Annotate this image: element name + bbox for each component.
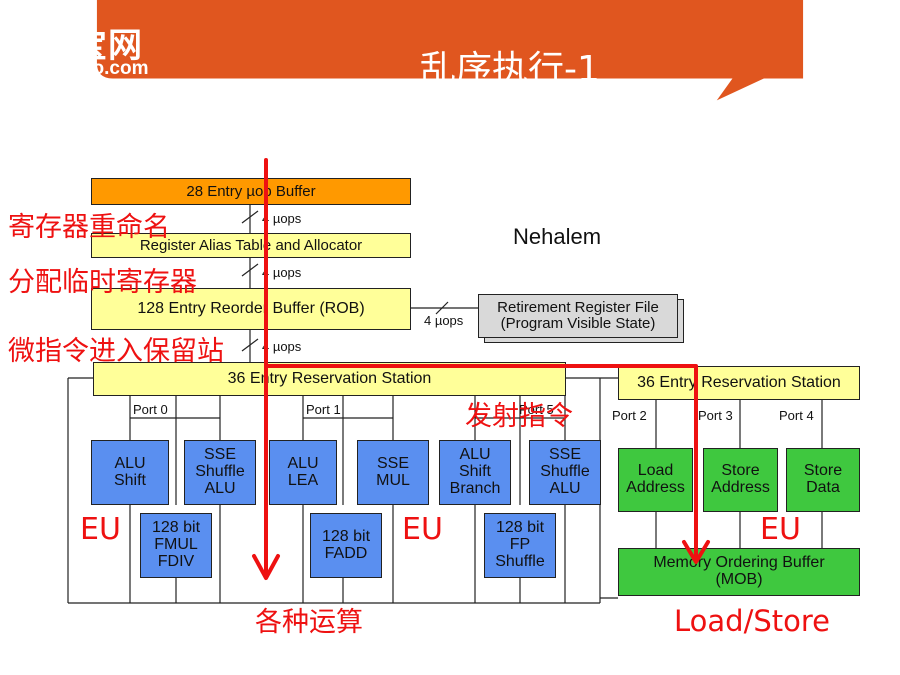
port-1-label: Port 1 xyxy=(306,402,341,417)
uops-label-1: 4 µops xyxy=(262,211,302,226)
annotation-issue: 发射指令 xyxy=(465,401,573,432)
uop-buffer-label: 28 Entry µop Buffer xyxy=(186,182,316,200)
header-banner xyxy=(96,0,804,101)
unit-sse-shuffle-alu: SSE Shuffle ALU xyxy=(184,440,256,505)
unit-alu-lea-l2: LEA xyxy=(287,471,319,489)
unit-sse-mul: SSE MUL xyxy=(357,440,429,505)
unit-alu-shift: ALU Shift xyxy=(91,440,169,505)
retire-line-2: (Program Visible State) xyxy=(500,315,656,332)
unit-sse-shuffle2-l3: ALU xyxy=(549,479,581,497)
memory-ordering-buffer: Memory Ordering Buffer (MOB) xyxy=(618,548,860,596)
unit-alu-branch-l2: Shift xyxy=(458,463,491,481)
unit-load-address: Load Address xyxy=(618,448,693,512)
rs-right-label: 36 Entry Reservation Station xyxy=(637,373,841,391)
unit-sse-shuffle-alu-l2: Shuffle xyxy=(195,463,245,481)
unit-fmul-l2: FMUL xyxy=(154,536,198,554)
uops-label-2: 4 µops xyxy=(262,265,302,280)
annotation-eu-1: EU xyxy=(80,512,121,547)
port-0-label: Port 0 xyxy=(133,402,168,417)
annotation-loadstore: Load/Store xyxy=(674,604,830,638)
unit-sse-shuffle2-l2: Shuffle xyxy=(540,463,590,481)
unit-alu-shift-l2: Shift xyxy=(113,471,146,489)
unit-load-address-l2: Address xyxy=(626,479,685,496)
retirement-register-file: Retirement Register File (Program Visibl… xyxy=(478,294,678,338)
unit-fp-shuffle-l3: Shuffle xyxy=(495,552,545,570)
unit-alu-lea-l1: ALU xyxy=(287,454,319,472)
annotation-eu-3: EU xyxy=(760,512,801,547)
unit-alu-shift-branch: ALU Shift Branch xyxy=(439,440,511,505)
unit-sse-mul-l2: MUL xyxy=(376,471,410,489)
unit-sse-shuffle2-l1: SSE xyxy=(548,446,581,464)
uop-buffer: 28 Entry µop Buffer xyxy=(91,178,411,205)
unit-fp-shuffle-l2: FP xyxy=(509,536,531,554)
unit-store-data-l1: Store xyxy=(803,462,843,480)
unit-alu-branch-l1: ALU xyxy=(459,446,491,464)
logo-taobao-en: Taobao.com xyxy=(38,58,149,79)
register-alias-table: Register Alias Table and Allocator xyxy=(91,233,411,258)
annotation-enter-rs: 微指令进入保留站 xyxy=(8,336,224,367)
uops-label-4: 4 µops xyxy=(424,313,464,328)
unit-fmul-l1: 128 bit xyxy=(151,519,201,537)
unit-sse-shuffle-alu-l3: ALU xyxy=(204,479,236,497)
port-3-label: Port 3 xyxy=(698,408,733,423)
unit-fadd-l2: FADD xyxy=(324,544,368,562)
unit-store-address-l2: Address xyxy=(711,479,770,496)
uops-label-3: 4 µops xyxy=(262,339,302,354)
annotation-eu-2: EU xyxy=(402,512,443,547)
reservation-station-right: 36 Entry Reservation Station xyxy=(618,366,860,400)
unit-load-address-l1: Load xyxy=(637,462,674,480)
retire-line-1: Retirement Register File xyxy=(497,299,659,317)
unit-fadd: 128 bit FADD xyxy=(310,513,382,578)
unit-alu-branch-l3: Branch xyxy=(449,479,501,497)
rob-label: 128 Entry Reorder Buffer (ROB) xyxy=(137,299,365,317)
unit-store-data-l2: Data xyxy=(806,479,840,496)
rs-left-label: 36 Entry Reservation Station xyxy=(227,369,432,387)
annotation-alloc: 分配临时寄存器 xyxy=(8,267,197,298)
annotation-ops: 各种运算 xyxy=(255,607,363,638)
unit-sse-shuffle-alu-2: SSE Shuffle ALU xyxy=(529,440,601,505)
annotation-rename: 寄存器重命名 xyxy=(8,212,170,243)
unit-fmul-fdiv: 128 bit FMUL FDIV xyxy=(140,513,212,578)
unit-sse-shuffle-alu-l1: SSE xyxy=(203,446,236,464)
rat-label: Register Alias Table and Allocator xyxy=(139,236,363,254)
unit-fp-shuffle-l1: 128 bit xyxy=(495,519,545,537)
unit-alu-lea: ALU LEA xyxy=(269,440,337,505)
logo-taobao-cn: 淘宝网 xyxy=(38,26,143,66)
unit-fmul-l3: FDIV xyxy=(157,552,195,570)
port-4-label: Port 4 xyxy=(779,408,814,423)
unit-store-address-l1: Store xyxy=(721,462,760,480)
diagram-caption: Nehalem xyxy=(513,224,602,249)
port-5-label: Port 5 xyxy=(519,402,554,417)
unit-sse-mul-l1: SSE xyxy=(376,454,409,472)
slide-title: 乱序执行-1 xyxy=(420,49,600,90)
mob-l2: (MOB) xyxy=(715,571,763,588)
unit-alu-shift-l1: ALU xyxy=(114,454,146,472)
unit-store-data: Store Data xyxy=(786,448,860,512)
reorder-buffer: 128 Entry Reorder Buffer (ROB) xyxy=(91,288,411,330)
unit-store-address: Store Address xyxy=(703,448,778,512)
unit-fadd-l1: 128 bit xyxy=(321,527,371,545)
port-2-label: Port 2 xyxy=(612,408,647,423)
unit-fp-shuffle: 128 bit FP Shuffle xyxy=(484,513,556,578)
